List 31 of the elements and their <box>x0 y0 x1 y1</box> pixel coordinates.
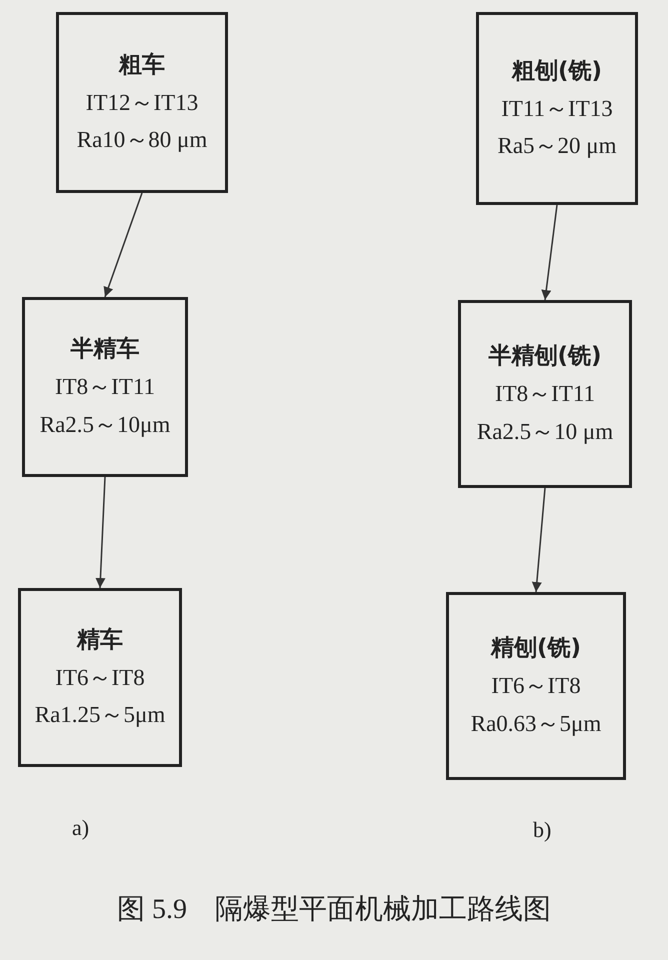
tolerance-grade: IT8～IT11 <box>54 374 156 400</box>
arrow <box>104 192 143 298</box>
tolerance-grade: IT6～IT8 <box>491 673 581 699</box>
process-box <box>22 297 188 477</box>
process-name: 粗刨(铣) <box>512 58 602 84</box>
subfigure-label: a) <box>72 815 90 841</box>
tolerance-grade: IT8～IT11 <box>494 381 596 407</box>
arrow <box>95 476 106 588</box>
process-box <box>56 12 228 193</box>
process-box <box>458 300 632 488</box>
tolerance-grade: IT11～IT13 <box>501 96 613 122</box>
roughness-value: Ra1.25～5μm <box>34 702 166 728</box>
subfigure-label: b) <box>533 817 552 843</box>
process-box <box>476 12 638 205</box>
process-name: 粗车 <box>119 52 165 78</box>
roughness-value: Ra2.5～10 μm <box>476 418 614 444</box>
tolerance-grade: IT6～IT8 <box>55 664 145 690</box>
process-box <box>18 588 182 767</box>
arrow <box>532 488 546 592</box>
arrow <box>541 204 558 300</box>
roughness-value: Ra5～20 μm <box>497 133 617 158</box>
process-name: 精刨(铣) <box>490 636 582 662</box>
process-box <box>446 592 626 780</box>
roughness-value: Ra0.63～5μm <box>470 710 602 736</box>
figure-caption: 图 5.9 隔爆型平面机械加工路线图 <box>116 893 552 927</box>
tolerance-grade: IT12～IT13 <box>86 90 198 116</box>
process-name: 半精刨(铣) <box>488 344 602 370</box>
roughness-value: Ra2.5～10μm <box>40 412 170 437</box>
process-name: 精车 <box>77 628 123 653</box>
process-name: 半精车 <box>70 337 140 362</box>
roughness-value: Ra10～80 μm <box>76 127 208 152</box>
